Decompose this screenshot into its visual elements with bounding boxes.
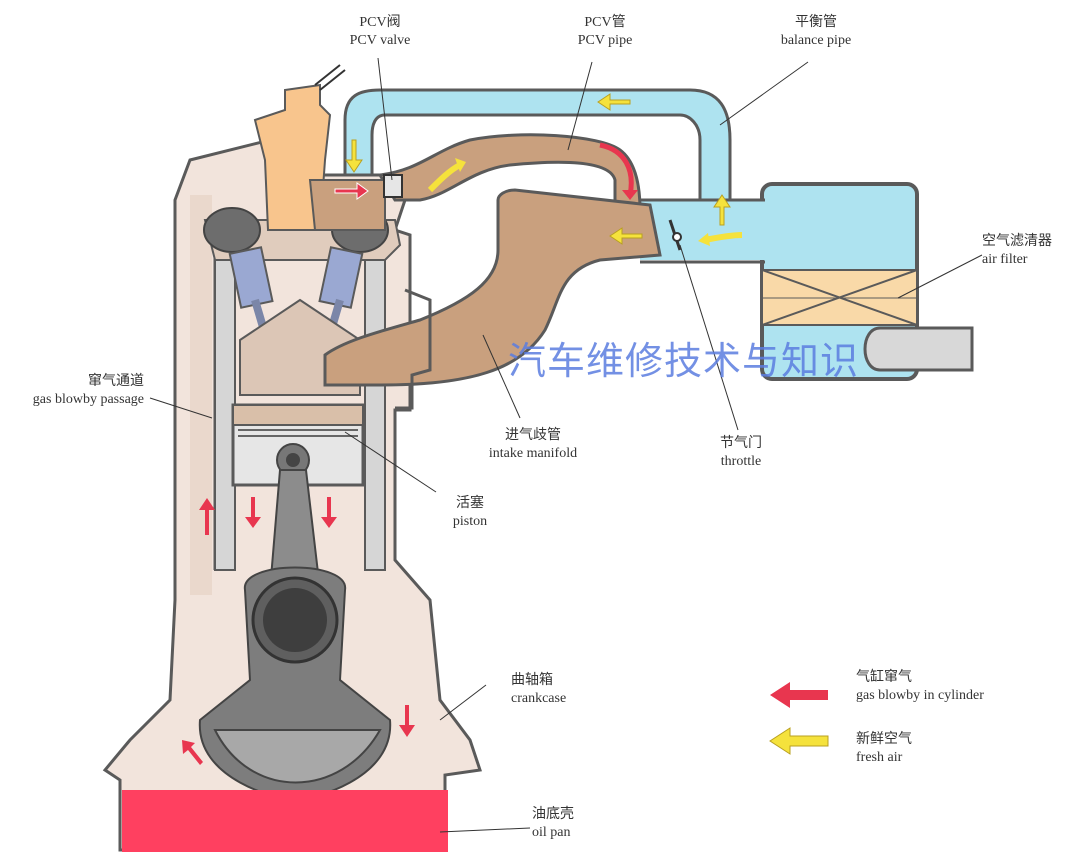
blowby-arrow [245,497,261,528]
camshaft-left [203,207,261,253]
blowby-arrow [334,182,369,200]
fresh-air-arrow [345,139,363,173]
intake-duct [640,200,765,260]
pcv-pipe [377,133,642,212]
blowby-arrow [599,142,634,196]
watermark: 汽车维修技术与知识 [508,339,860,383]
flow-arrows [182,93,743,765]
fresh-air-arrow [609,227,643,245]
intake-port [308,179,386,231]
fresh-air-arrow [427,162,462,193]
intake-manifold-flange [395,288,432,410]
air-inlet [863,326,974,372]
oil-pan [122,790,448,852]
blowby-arrow [399,705,415,737]
legend-fresh-air-arrow [769,727,829,755]
blowby-arrow [321,497,337,528]
blowby-arrow [199,498,215,535]
pcv-valve [383,174,403,198]
fresh-air-arrow [713,194,731,226]
fresh-air-arrow [597,93,631,111]
cylinder-wall-right [364,239,386,571]
blowby-arrow [182,740,203,765]
leader-lines [149,57,983,833]
blowby-passage [190,195,212,595]
piston-crown [232,404,364,426]
legend-blowby-arrow [770,682,828,708]
intake-manifold [323,188,662,387]
